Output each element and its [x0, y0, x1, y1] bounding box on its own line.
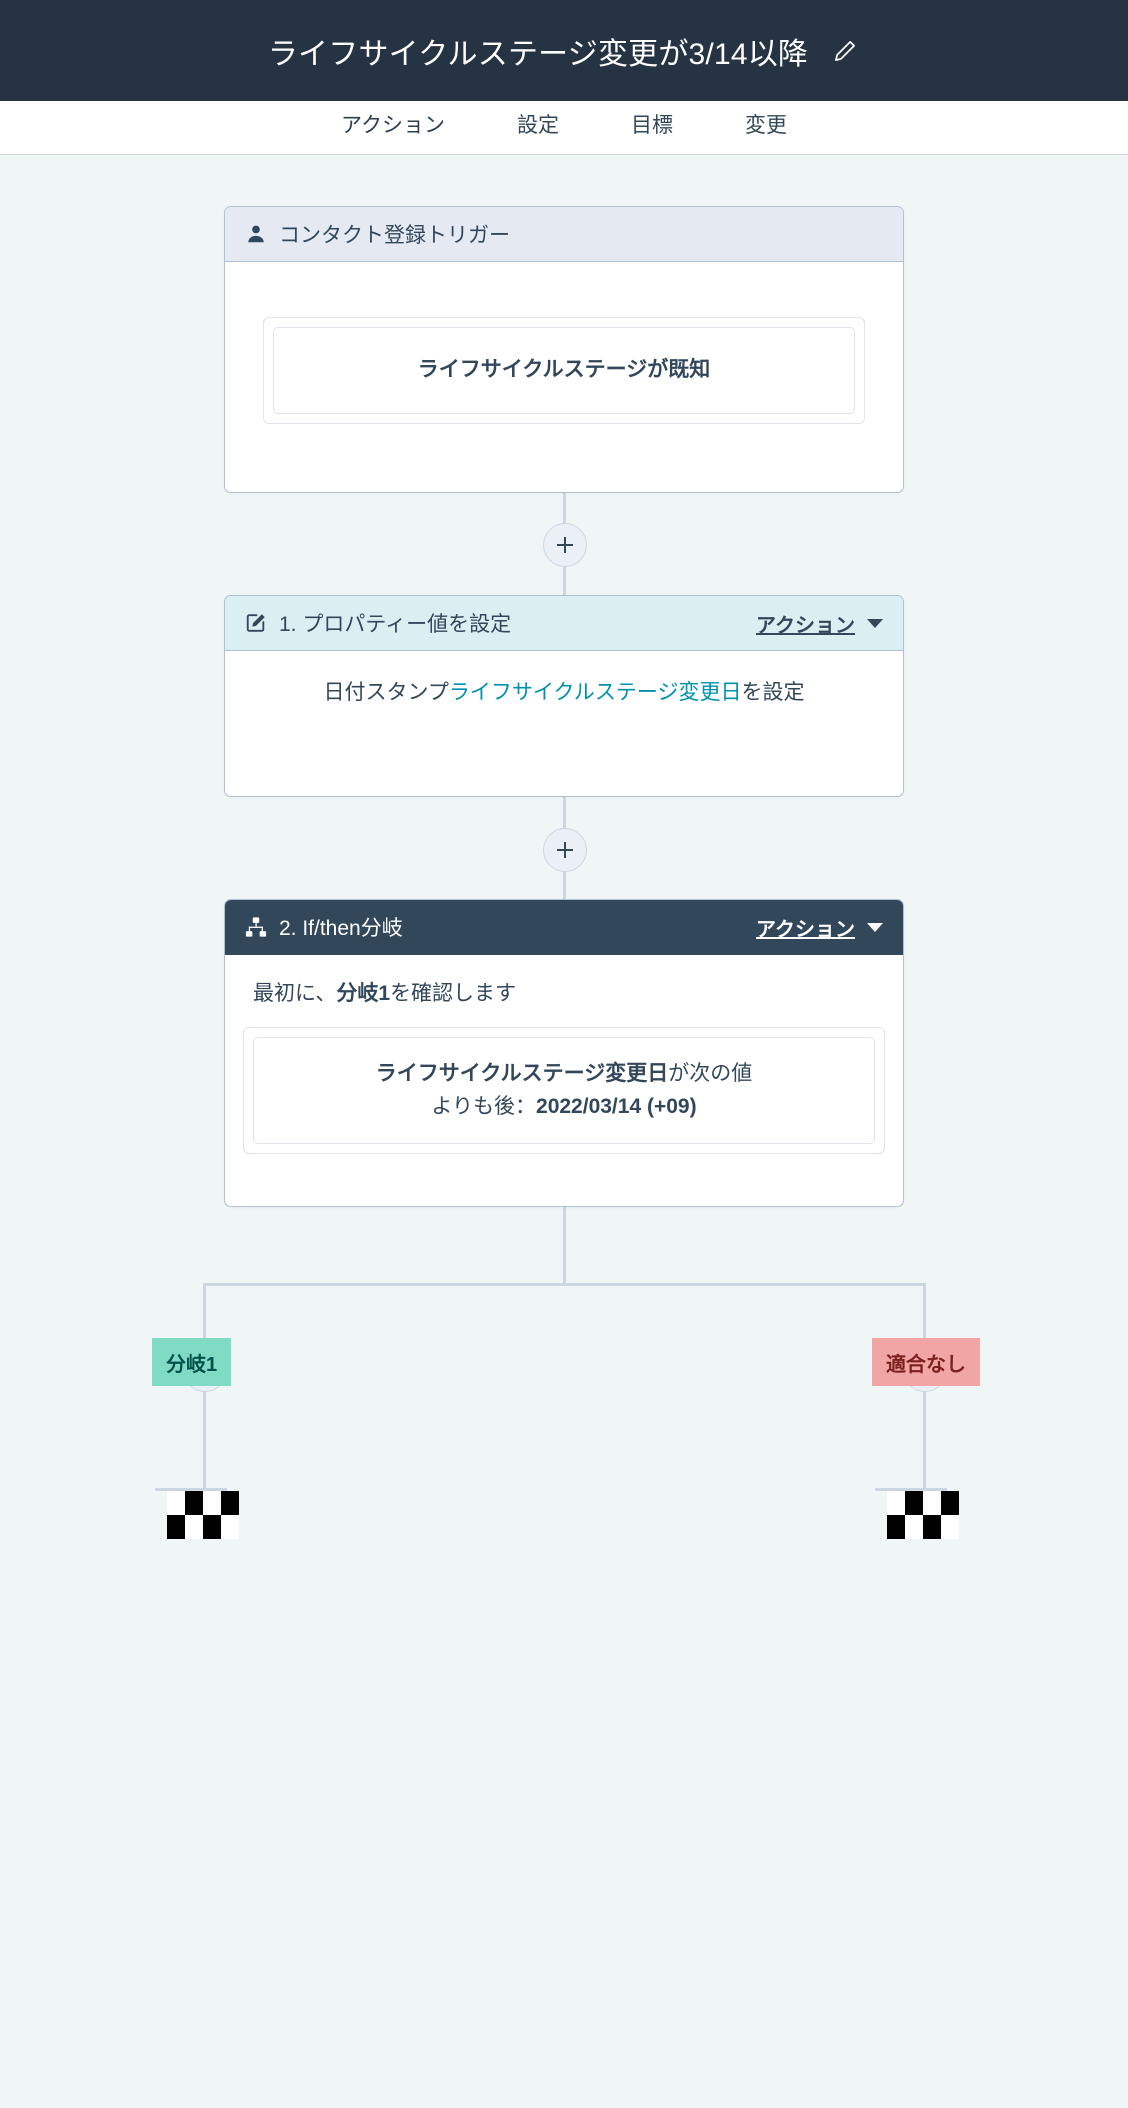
trigger-condition-text: ライフサイクルステージが既知 — [417, 358, 711, 381]
top-header-bar: ライフサイクルステージ変更が3/14以降 — [0, 0, 1128, 101]
tab-bar: アクション 設定 目標 変更 — [0, 101, 1128, 161]
step2-action-menu-label[interactable]: アクション — [756, 918, 855, 941]
step2-intro-bold: 分岐1 — [336, 982, 391, 1005]
step2-card[interactable]: 2. If/then分岐 アクション 最初に、分岐1を確認します ライフサイクル… — [224, 899, 904, 1207]
trigger-card-header: コンタクト登録トリガー — [225, 207, 903, 262]
trigger-condition-wrapper: ライフサイクルステージが既知 — [263, 317, 865, 424]
chevron-down-icon[interactable] — [867, 618, 883, 628]
step1-action-menu-label[interactable]: アクション — [756, 614, 855, 637]
connector-branch-yes — [203, 1361, 206, 1490]
step1-card-body: 日付スタンプライフサイクルステージ変更日を設定 — [225, 651, 903, 738]
step2-condition-line2: よりも後：2022/03/14 (+09) — [272, 1091, 856, 1124]
connector-split-left — [203, 1283, 206, 1338]
tab-goals[interactable]: 目標 — [631, 101, 673, 155]
step2-condition-line2-rest: よりも後： — [431, 1094, 537, 1118]
step1-card-title: 1. プロパティー値を設定 — [279, 613, 512, 636]
trigger-card-body: ライフサイクルステージが既知 — [225, 262, 903, 444]
step1-body-suffix: を設定 — [741, 681, 805, 704]
flag-grid-yes — [167, 1491, 239, 1539]
step2-condition-value: 2022/03/14 (+09) — [536, 1094, 697, 1118]
step2-intro-text: 最初に、分岐1を確認します — [225, 955, 903, 1011]
step2-card-body: 最初に、分岐1を確認します ライフサイクルステージ変更日が次の値 よりも後：20… — [225, 955, 903, 1155]
page-title: ライフサイクルステージ変更が3/14以降 — [267, 37, 809, 71]
branch-label-yes[interactable]: 分岐1 — [152, 1338, 232, 1386]
add-step-after-trigger[interactable] — [543, 523, 587, 567]
add-step-after-step1[interactable] — [543, 828, 587, 872]
step2-condition-line1: ライフサイクルステージ変更日が次の値 — [272, 1058, 856, 1091]
step2-card-header: 2. If/then分岐 アクション — [225, 900, 903, 955]
step2-condition-wrapper: ライフサイクルステージ変更日が次の値 よりも後：2022/03/14 (+09) — [243, 1027, 885, 1155]
edit-square-icon — [245, 612, 267, 634]
connector-split-right — [923, 1283, 926, 1338]
trigger-card-title: コンタクト登録トリガー — [279, 224, 510, 247]
chevron-down-icon[interactable] — [867, 922, 883, 932]
trigger-condition-box[interactable]: ライフサイクルステージが既知 — [273, 327, 855, 414]
connector-step2-to-split — [563, 1206, 566, 1285]
branch-tree-icon — [245, 916, 267, 938]
step2-intro-prefix: 最初に、 — [253, 982, 337, 1005]
connector-branch-no — [923, 1361, 926, 1490]
step1-card[interactable]: 1. プロパティー値を設定 アクション 日付スタンプライフサイクルステージ変更日… — [224, 595, 904, 797]
step2-intro-suffix: を確認します — [390, 982, 517, 1005]
tab-settings-label: 設定 — [516, 114, 559, 137]
flag-pole-no — [875, 1488, 947, 1491]
tab-actions-label: アクション — [341, 114, 445, 137]
workflow-canvas: コンタクト登録トリガー ライフサイクルステージが既知 1. — [0, 155, 1128, 2108]
branch-label-no[interactable]: 適合なし — [872, 1338, 980, 1386]
branch-label-yes-text: 分岐1 — [166, 1353, 218, 1376]
flag-grid-no — [887, 1491, 959, 1539]
step1-body-property-link[interactable]: ライフサイクルステージ変更日 — [448, 681, 742, 704]
flag-pole-yes — [155, 1488, 227, 1491]
tabbar-divider — [0, 154, 1128, 155]
connector-split-bar — [203, 1283, 926, 1286]
tab-changes[interactable]: 変更 — [745, 101, 787, 155]
tab-changes-label: 変更 — [744, 114, 787, 137]
trigger-card[interactable]: コンタクト登録トリガー ライフサイクルステージが既知 — [224, 206, 904, 493]
step1-card-header: 1. プロパティー値を設定 アクション — [225, 596, 903, 651]
tab-settings[interactable]: 設定 — [517, 101, 559, 155]
pencil-icon[interactable] — [830, 36, 860, 66]
step1-body-prefix: 日付スタンプ — [323, 681, 449, 704]
step2-condition-property: ライフサイクルステージ変更日 — [375, 1062, 669, 1085]
tab-goals-label: 目標 — [630, 114, 673, 137]
step2-condition-line1-rest: が次の値 — [668, 1062, 753, 1085]
branch-label-no-text: 適合なし — [886, 1353, 966, 1376]
step2-condition-box[interactable]: ライフサイクルステージ変更日が次の値 よりも後：2022/03/14 (+09) — [253, 1037, 875, 1145]
step2-card-title: 2. If/then分岐 — [279, 917, 403, 940]
contact-person-icon — [245, 223, 267, 245]
tab-actions[interactable]: アクション — [327, 101, 459, 161]
